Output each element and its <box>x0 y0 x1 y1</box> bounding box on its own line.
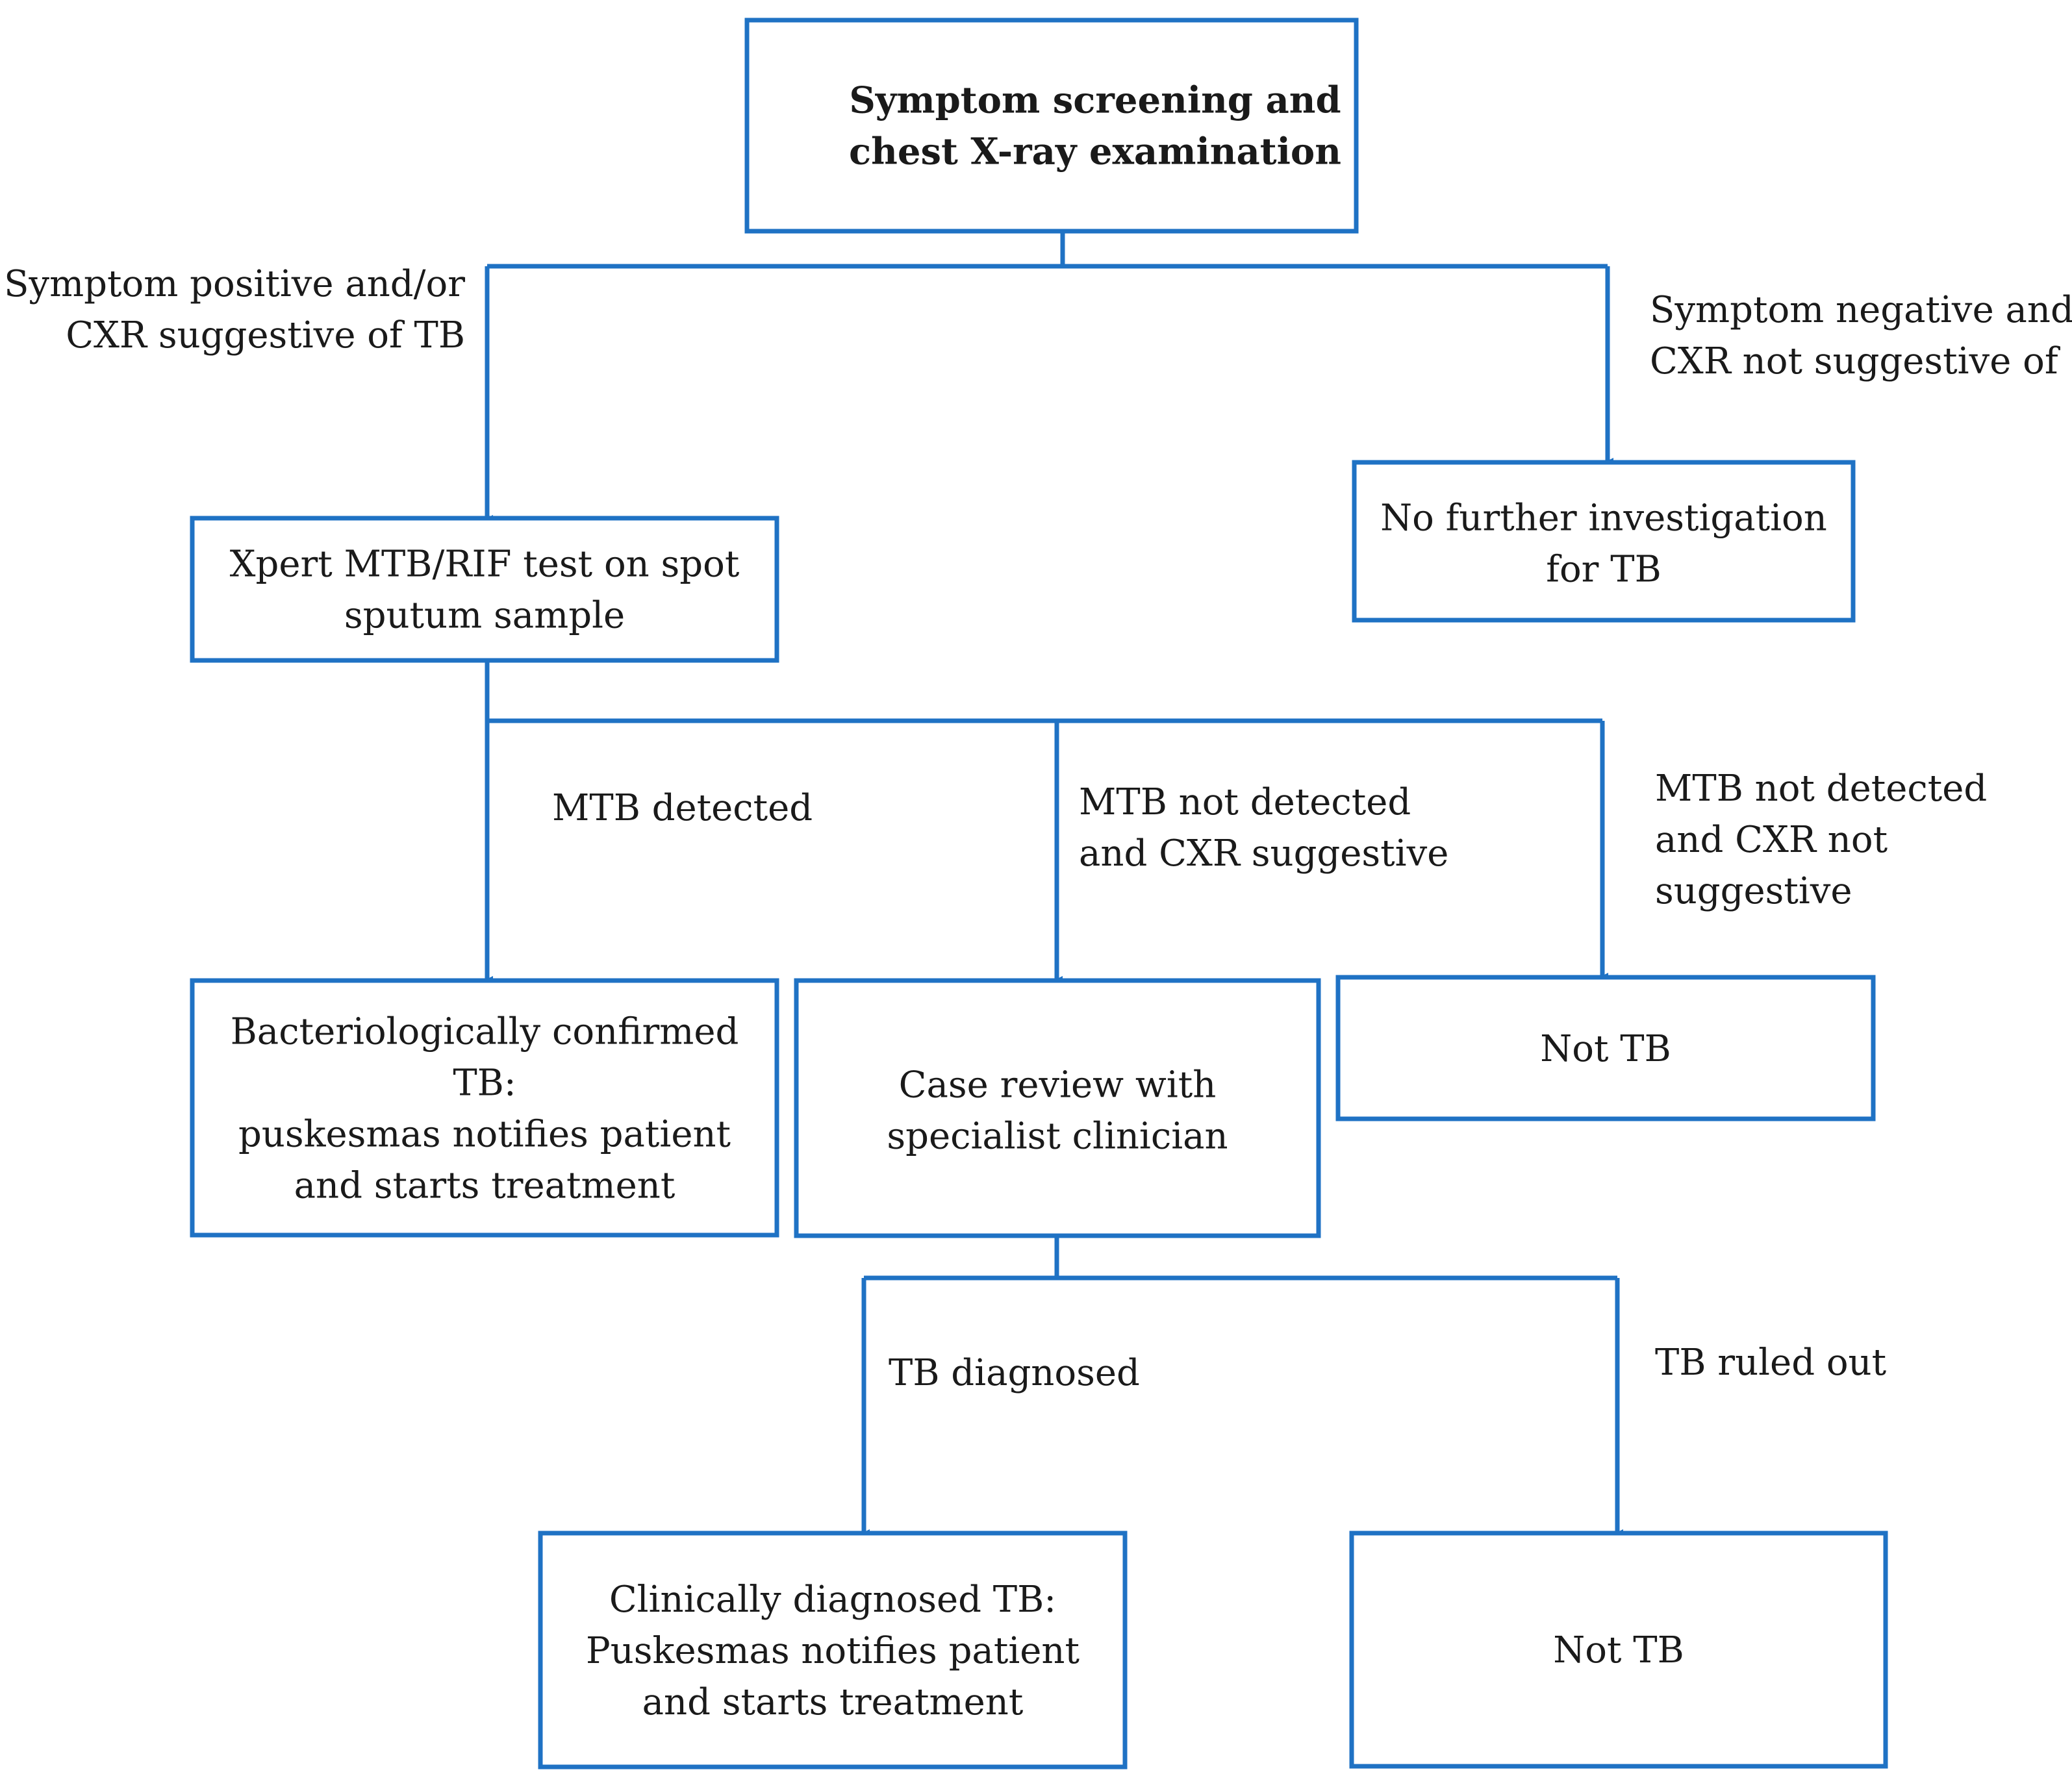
node-xpert-test-label-line-2: sputum sample <box>344 595 625 637</box>
edge-label-mtb-not-detected-cxr-suggestive-line-1: MTB not detected <box>1079 781 1411 823</box>
node-case-review: Case review with specialist clinician <box>794 978 1321 1238</box>
node-clinically-diagnosed-label-line-1: Clinically diagnosed TB: <box>609 1579 1056 1621</box>
node-not-tb-second-label-line-1: Not TB <box>1553 1629 1684 1671</box>
edge-label-symptom-positive-line-1: Symptom positive and/or <box>4 263 465 305</box>
node-no-further-investigation-label-line-1: No further investigation <box>1380 497 1827 540</box>
edge-label-mtb-not-detected-cxr-not-suggestive: MTB not detected and CXR not suggestive <box>1655 768 1987 912</box>
edge-label-symptom-positive-line-2: CXR suggestive of TB <box>66 314 465 356</box>
node-not-tb-first-label-line-1: Not TB <box>1540 1028 1671 1070</box>
node-screening-label-line-2: chest X-ray examination <box>849 131 1341 173</box>
edge-label-tb-diagnosed-line-1: TB diagnosed <box>889 1352 1140 1394</box>
node-clinically-diagnosed-label-line-3: and starts treatment <box>642 1681 1024 1723</box>
node-case-review-label-line-2: specialist clinician <box>887 1116 1228 1158</box>
edge-label-mtb-detected: MTB detected <box>552 787 813 829</box>
edge-label-symptom-negative-line-2: CXR not suggestive of <box>1650 340 2061 382</box>
edge-label-mtb-not-detected-cxr-not-suggestive-line-2: and CXR not <box>1655 819 1888 861</box>
node-not-tb-first-box <box>1335 975 1876 1121</box>
connectors <box>485 231 1623 1536</box>
node-bacteriologically-confirmed-label-line-2: TB: <box>453 1062 516 1105</box>
node-screening-label: Symptom screening and chest X-ray examina… <box>849 79 1341 173</box>
node-clinically-diagnosed-label: Clinically diagnosed TB: Puskesmas notifi… <box>586 1579 1080 1723</box>
node-screening: Symptom screening and chest X-ray examina… <box>744 18 1359 234</box>
edge-label-tb-ruled-out: TB ruled out <box>1655 1342 1887 1384</box>
node-xpert-test-label-line-1: Xpert MTB/RIF test on spot <box>230 544 740 586</box>
node-no-further-investigation-label: No further investigation for TB <box>1380 497 1827 591</box>
node-case-review-box <box>794 978 1321 1238</box>
node-screening-box <box>744 18 1359 234</box>
node-clinically-diagnosed-label-line-2: Puskesmas notifies patient <box>586 1630 1080 1672</box>
node-bacteriologically-confirmed-box <box>190 978 779 1238</box>
edge-label-symptom-negative-line-1: Symptom negative and <box>1650 289 2072 331</box>
node-bacteriologically-confirmed-label-line-1: Bacteriologically confirmed <box>231 1011 739 1053</box>
edge-label-mtb-detected-line-1: MTB detected <box>552 787 813 829</box>
edge-label-mtb-not-detected-cxr-not-suggestive-line-3: suggestive <box>1655 870 1852 912</box>
node-clinically-diagnosed-box <box>538 1531 1128 1770</box>
node-not-tb-second: Not TB <box>1349 1531 1888 1769</box>
node-xpert-test-label: Xpert MTB/RIF test on spot sputum sample <box>230 544 740 637</box>
edge-label-tb-diagnosed: TB diagnosed <box>889 1352 1140 1394</box>
node-bacteriologically-confirmed-label-line-3: puskesmas notifies patient <box>238 1114 731 1156</box>
node-no-further-investigation: No further investigation for TB <box>1352 460 1856 623</box>
node-xpert-test: Xpert MTB/RIF test on spot sputum sample <box>190 516 779 663</box>
node-no-further-investigation-box <box>1352 460 1856 623</box>
node-clinically-diagnosed: Clinically diagnosed TB: Puskesmas notifi… <box>538 1531 1128 1770</box>
edge-label-mtb-not-detected-cxr-suggestive-line-2: and CXR suggestive <box>1079 832 1448 875</box>
node-no-further-investigation-label-line-2: for TB <box>1546 549 1661 591</box>
node-screening-label-line-1: Symptom screening and <box>849 79 1341 122</box>
node-bacteriologically-confirmed-label-line-4: and starts treatment <box>294 1165 676 1207</box>
node-not-tb-first: Not TB <box>1335 975 1876 1121</box>
node-case-review-label-line-1: Case review with <box>899 1064 1217 1107</box>
node-not-tb-second-box <box>1349 1531 1888 1769</box>
edge-label-mtb-not-detected-cxr-not-suggestive-line-1: MTB not detected <box>1655 768 1987 810</box>
edge-label-tb-ruled-out-line-1: TB ruled out <box>1655 1342 1887 1384</box>
node-not-tb-first-label: Not TB <box>1540 1028 1671 1070</box>
edge-label-mtb-not-detected-cxr-suggestive: MTB not detected and CXR suggestive <box>1079 781 1448 875</box>
node-case-review-label: Case review with specialist clinician <box>887 1064 1228 1158</box>
node-not-tb-second-label: Not TB <box>1553 1629 1684 1671</box>
node-xpert-test-box <box>190 516 779 663</box>
